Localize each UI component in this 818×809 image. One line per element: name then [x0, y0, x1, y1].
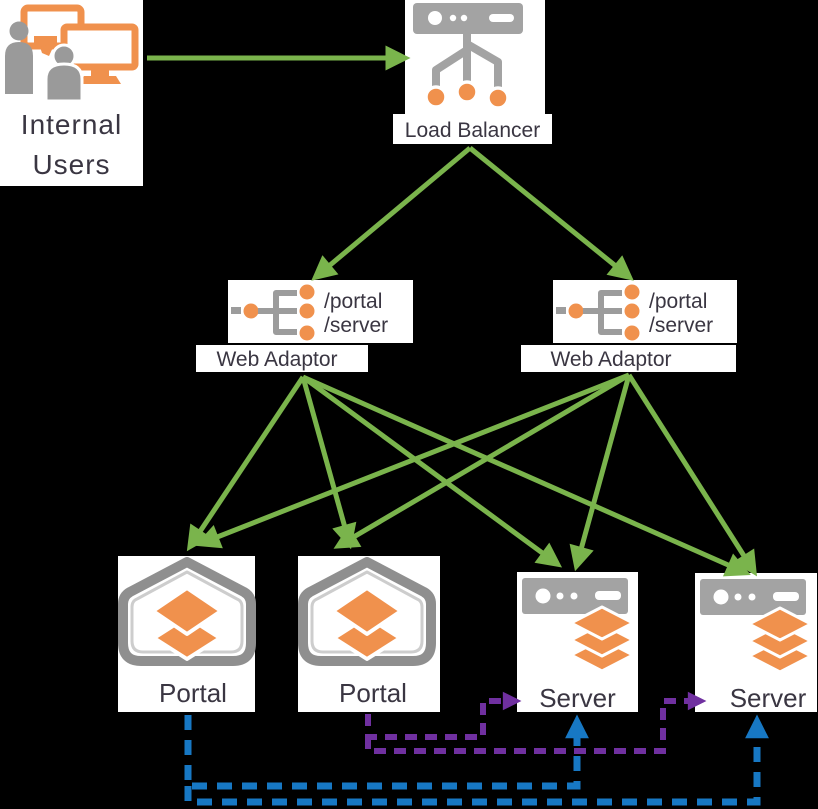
portal-1-icon — [118, 557, 256, 666]
chassis-dot — [556, 592, 564, 600]
server-layer — [747, 606, 813, 642]
adaptor-node — [568, 303, 584, 319]
web-adaptor-1-icon — [231, 284, 315, 341]
chassis-light — [535, 588, 551, 604]
balancer-node — [424, 85, 448, 109]
chassis-slot — [595, 591, 621, 600]
person-icon — [9, 21, 29, 41]
edge-portal2-to-server2 — [365, 691, 707, 754]
balancer-node — [486, 86, 510, 110]
portal-layer — [152, 615, 222, 661]
person-body — [5, 42, 33, 94]
adaptor-input — [231, 307, 241, 314]
web-adaptor-1-route-portal: /portal — [324, 290, 383, 313]
chassis-light — [713, 589, 729, 605]
web-adaptor-1-route-server: /server — [324, 314, 389, 337]
adaptor-node — [299, 303, 315, 319]
load-balancer-icon — [413, 3, 523, 110]
gesture-icon — [40, 43, 55, 56]
server-chassis — [413, 3, 523, 34]
portal-layer — [151, 586, 223, 636]
edge-wa1-to-portal2 — [300, 376, 357, 550]
load-balancer-label: Load Balancer — [404, 119, 541, 142]
edge-wa1-to-portal1 — [186, 375, 306, 552]
chassis-dot — [460, 14, 468, 22]
portal-layer — [331, 586, 403, 636]
adaptor-node — [624, 303, 640, 319]
portal-layer — [332, 615, 402, 661]
server-2-label: Server — [729, 683, 807, 713]
adaptor-node — [624, 284, 640, 300]
server-layer — [569, 605, 635, 641]
adaptor-branches — [258, 290, 297, 335]
edge-wa1-to-server1 — [301, 374, 563, 568]
edge-lb-to-wa1 — [311, 146, 472, 281]
adaptor-input — [556, 307, 566, 314]
person-body — [44, 62, 84, 103]
balancer-node — [455, 80, 479, 104]
server-1-icon — [522, 578, 635, 673]
web-adaptor-2-label: Web Adaptor — [550, 348, 672, 371]
portal-2-icon — [298, 557, 436, 666]
web-adaptor-2-icon — [556, 284, 640, 341]
chassis-dot — [570, 592, 578, 600]
chassis-dot — [734, 593, 742, 601]
portal-1-label: Portal — [159, 678, 227, 708]
server-2-icon — [700, 579, 813, 674]
chassis-slot — [489, 14, 514, 22]
web-adaptor-2-route-portal: /portal — [649, 290, 708, 313]
gesture-icon — [34, 36, 57, 43]
web-adaptor-1-label-band — [196, 345, 368, 372]
edge-wa2-to-server2 — [626, 373, 758, 577]
chassis-dot — [449, 14, 457, 22]
balancer-branches — [432, 30, 502, 91]
load-balancer-label-band — [393, 114, 552, 144]
monitor-stand — [91, 67, 109, 77]
web-adaptor-2-label-band — [521, 345, 736, 372]
web-adaptor-2-route-server: /server — [649, 314, 714, 337]
portal-2-label: Portal — [339, 678, 407, 708]
purple-dashed-lines — [365, 691, 707, 754]
adaptor-node — [243, 303, 259, 319]
internal-users-label-line2: Users — [32, 149, 111, 180]
adaptor-node — [299, 284, 315, 300]
server-1-label: Server — [539, 683, 616, 713]
edge-wa2-to-portal2 — [333, 372, 631, 549]
edge-wa2-to-server1 — [569, 374, 632, 572]
adaptor-branches — [583, 290, 622, 335]
edge-wa1-to-server2 — [301, 374, 751, 577]
adaptor-node — [299, 325, 315, 341]
blue-dashed-lines — [184, 714, 769, 806]
internal-users-icon — [5, 4, 139, 103]
internal-users-label-line1: Internal — [20, 109, 123, 140]
edge-portal1-to-server2 — [184, 714, 769, 806]
green-arrows — [147, 45, 758, 577]
chassis-light — [428, 11, 442, 25]
adaptor-node — [624, 325, 640, 341]
edge-portal1-to-server1 — [184, 714, 589, 790]
chassis-dot — [748, 593, 756, 601]
edge-wa2-to-portal1 — [195, 372, 630, 549]
edge-portal2-to-server1 — [365, 691, 522, 740]
web-adaptor-1-label: Web Adaptor — [216, 348, 338, 371]
chassis-slot — [773, 592, 799, 601]
monitor-base — [79, 76, 121, 84]
edge-lb-to-wa2 — [468, 146, 634, 281]
